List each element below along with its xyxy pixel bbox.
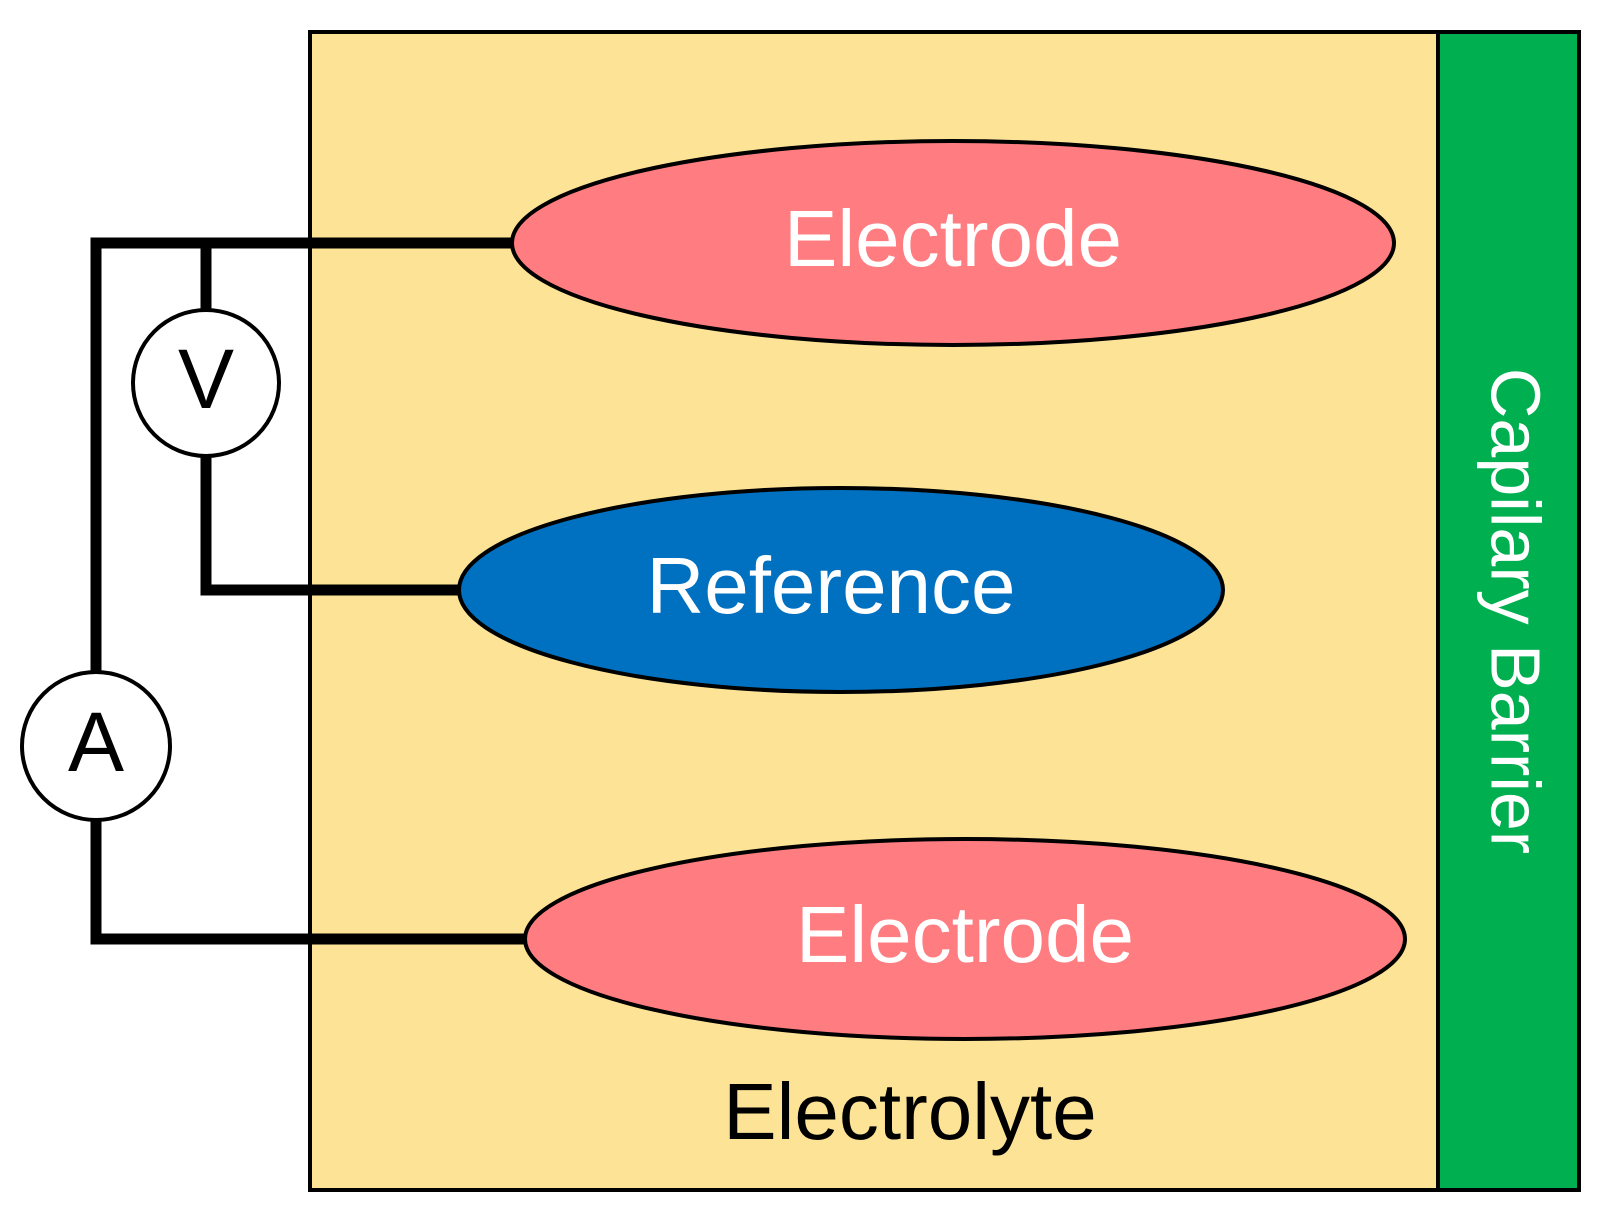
ammeter: A [20, 670, 172, 822]
reference-electrode-label: Reference [646, 541, 1015, 630]
electrode-top-label: Electrode [784, 194, 1122, 283]
voltmeter-label: V [178, 332, 234, 426]
ammeter-label: A [68, 695, 124, 789]
reference-electrode [457, 486, 1225, 694]
ammeter-wire-bottom [90, 814, 532, 945]
capillary-barrier [1436, 30, 1581, 1192]
ammeter-wire-top [90, 237, 518, 678]
voltmeter: V [131, 308, 281, 458]
voltmeter-circle [131, 308, 281, 458]
voltmeter-wire-bottom [200, 450, 466, 596]
capillary-barrier-label: Capilary Barrier [1477, 368, 1555, 854]
electrode-bottom-label: Electrode [796, 890, 1134, 979]
electrode-top [510, 139, 1396, 347]
electrode-bottom [523, 837, 1407, 1041]
ammeter-circle [20, 670, 172, 822]
electrolyte-label: Electrolyte [723, 1067, 1096, 1156]
